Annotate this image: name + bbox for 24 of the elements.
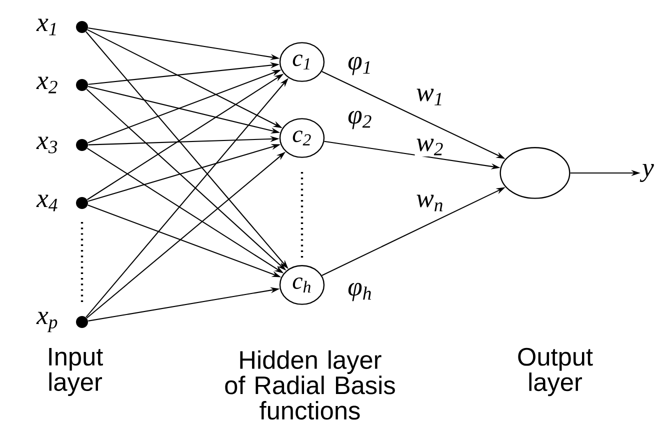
input-dot xyxy=(76,21,88,33)
layer-caption: Input layer xyxy=(49,348,103,396)
layer-caption: Output layer xyxy=(518,348,593,396)
basis-function-label: φ$_{1}$ xyxy=(348,56,370,76)
input-label: x$_{p}$ xyxy=(36,312,58,332)
weight-label: w$_{n}$ xyxy=(416,194,442,212)
input-dot xyxy=(76,79,88,91)
basis-function-label: φ$_{2}$ xyxy=(348,110,372,130)
input-label: x$_{2}$ xyxy=(36,76,58,94)
weight-label: w$_{2}$ xyxy=(416,138,443,156)
hidden-neuron: c$_{2}$ xyxy=(279,118,325,158)
input-label: x$_{3}$ xyxy=(36,136,58,154)
layer-caption: Hidden layer of Radial Basis functions xyxy=(225,350,395,420)
input-dot xyxy=(76,139,88,151)
basis-function-label: φ$_{h}$ xyxy=(348,282,371,302)
output-neuron xyxy=(500,147,570,199)
input-dot xyxy=(76,316,88,328)
input-label: x$_{1}$ xyxy=(36,18,56,36)
weight-label: w$_{1}$ xyxy=(416,88,442,106)
hidden-neuron: c$_{1}$ xyxy=(279,42,325,82)
hidden-neuron: c$_{h}$ xyxy=(279,265,325,305)
output-label: y xyxy=(640,164,654,182)
input-dot xyxy=(76,197,88,209)
input-label: x$_{4}$ xyxy=(36,194,58,212)
